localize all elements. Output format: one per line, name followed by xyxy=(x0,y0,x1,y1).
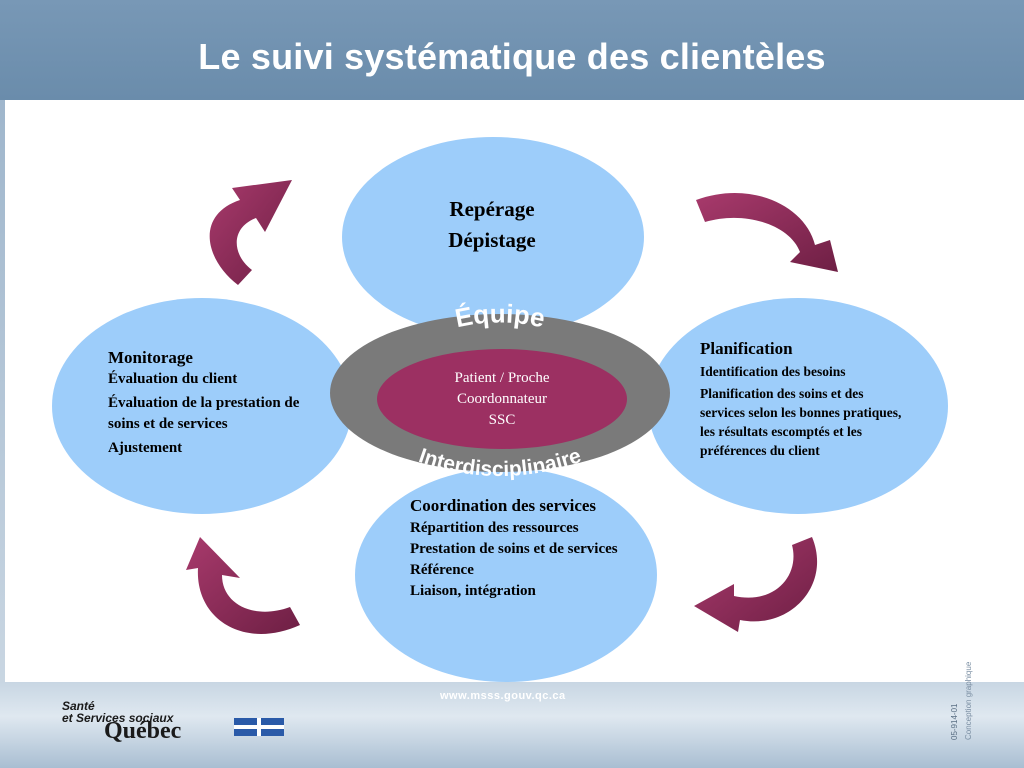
arrow-bottom-left xyxy=(186,537,300,634)
core-line-2: Coordonnateur xyxy=(457,391,547,407)
arrow-top-right xyxy=(696,192,838,272)
footer-url[interactable]: www.msss.gouv.qc.ca xyxy=(440,690,566,702)
ellipse-repérage xyxy=(342,137,644,337)
flag-cross-horizontal xyxy=(234,725,284,729)
footer xyxy=(0,682,1024,768)
bottom-item-4: Liaison, intégration xyxy=(410,583,536,599)
core-line-1: Patient / Proche xyxy=(454,370,550,386)
core-line-3: SSC xyxy=(488,412,516,428)
top-line-1: Repérage xyxy=(449,197,535,221)
bottom-heading: Coordination des services xyxy=(410,496,597,515)
ring-word-top-path: Équipe xyxy=(453,298,548,333)
left-item-1: Évaluation du client xyxy=(108,371,238,387)
right-text: Planification Identification des besoins… xyxy=(700,337,910,463)
arrow-bottom-right xyxy=(694,537,818,632)
ring-word-bottom: Interdisciplinaire xyxy=(416,444,584,481)
ellipse-monitorage xyxy=(52,298,352,514)
core-text: Patient / Proche Coordonnateur SSC xyxy=(377,368,627,431)
left-text: Monitorage Évaluation du client Évaluati… xyxy=(108,346,328,462)
arrow-top-left xyxy=(209,180,292,285)
right-item-1: Identification des besoins xyxy=(700,364,846,379)
bottom-text: Coordination des services Répartition de… xyxy=(410,494,640,602)
left-item-2: Évaluation de la prestation de soins et … xyxy=(108,395,300,432)
right-heading: Planification xyxy=(700,339,793,358)
header-band xyxy=(0,0,1024,100)
top-text: Repérage Dépistage xyxy=(392,194,592,256)
patient-core xyxy=(377,349,627,449)
ring-word-top: Équipe xyxy=(453,298,548,333)
logo-line-2: et Services sociaux xyxy=(62,711,174,725)
bottom-item-2: Prestation de soins et de services xyxy=(410,541,618,557)
ellipse-planification xyxy=(648,298,948,514)
top-line-2: Dépistage xyxy=(448,228,536,252)
logo-quebec: Québec xyxy=(104,718,182,744)
ellipse-coordination xyxy=(355,468,657,682)
side-code: 05-914-01 xyxy=(950,703,959,740)
left-item-3: Ajustement xyxy=(108,440,183,456)
left-strip xyxy=(0,100,5,682)
left-heading: Monitorage xyxy=(108,348,193,367)
bottom-item-1: Répartition des ressources xyxy=(410,520,579,536)
side-code-2: Conception graphique xyxy=(964,661,973,740)
right-item-2: Planification des soins et des services … xyxy=(700,386,902,458)
logo-line-1: Santé xyxy=(62,699,95,713)
page-title: Le suivi systématique des clientèles xyxy=(198,36,826,77)
bottom-item-3: Référence xyxy=(410,562,474,578)
ring-word-bottom-path: Interdisciplinaire xyxy=(416,444,584,481)
